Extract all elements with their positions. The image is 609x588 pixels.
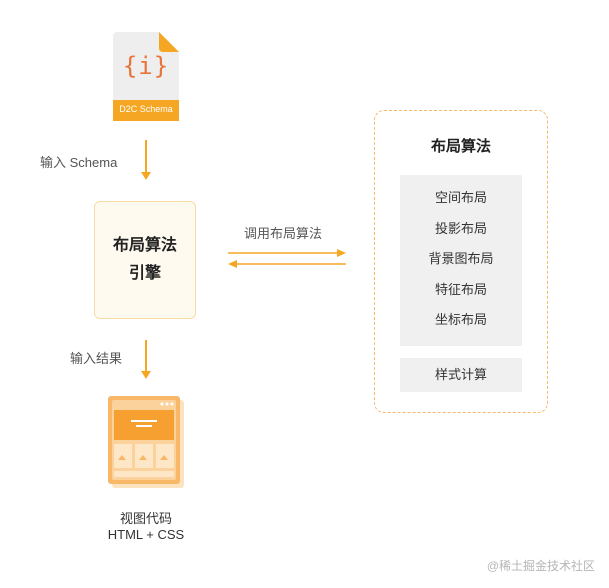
engine-subtitle: 引擎 [128, 265, 161, 282]
layout-engine-node: 布局算法 引擎 [94, 201, 196, 319]
algorithm-item: 特征布局 [434, 281, 487, 297]
arrow-schema-to-engine [141, 140, 151, 180]
algorithm-item: 投影布局 [434, 220, 487, 236]
arrow-engine-algorithms [228, 249, 346, 268]
algorithm-item: 坐标布局 [434, 312, 487, 327]
output-subtitle: HTML + CSS [107, 527, 185, 542]
engine-title: 布局算法 [112, 237, 177, 254]
algorithms-list: 空间布局 投影布局 背景图布局 特征布局 坐标布局 [400, 175, 522, 346]
watermark: @稀土掘金技术社区 [486, 559, 595, 573]
schema-file-tag: D2C Schema [119, 104, 173, 114]
style-calculation-item: 样式计算 [400, 358, 522, 392]
output-title: 视图代码 [119, 511, 172, 526]
schema-file-glyph: {i} [122, 52, 170, 80]
view-code-icon [108, 396, 184, 488]
edge-label-input-schema: 输入 Schema [40, 155, 118, 170]
schema-file-icon: {i} D2C Schema [113, 32, 179, 121]
arrow-engine-to-output [141, 340, 151, 379]
layout-algorithms-panel: 布局算法 空间布局 投影布局 背景图布局 特征布局 坐标布局 样式计算 [374, 110, 548, 413]
algorithm-item: 空间布局 [434, 190, 487, 205]
algorithms-title: 布局算法 [430, 138, 491, 155]
edge-label-call-algorithm: 调用布局算法 [244, 226, 323, 241]
edge-label-output: 输入结果 [70, 351, 123, 366]
algorithm-item: 背景图布局 [428, 251, 494, 266]
